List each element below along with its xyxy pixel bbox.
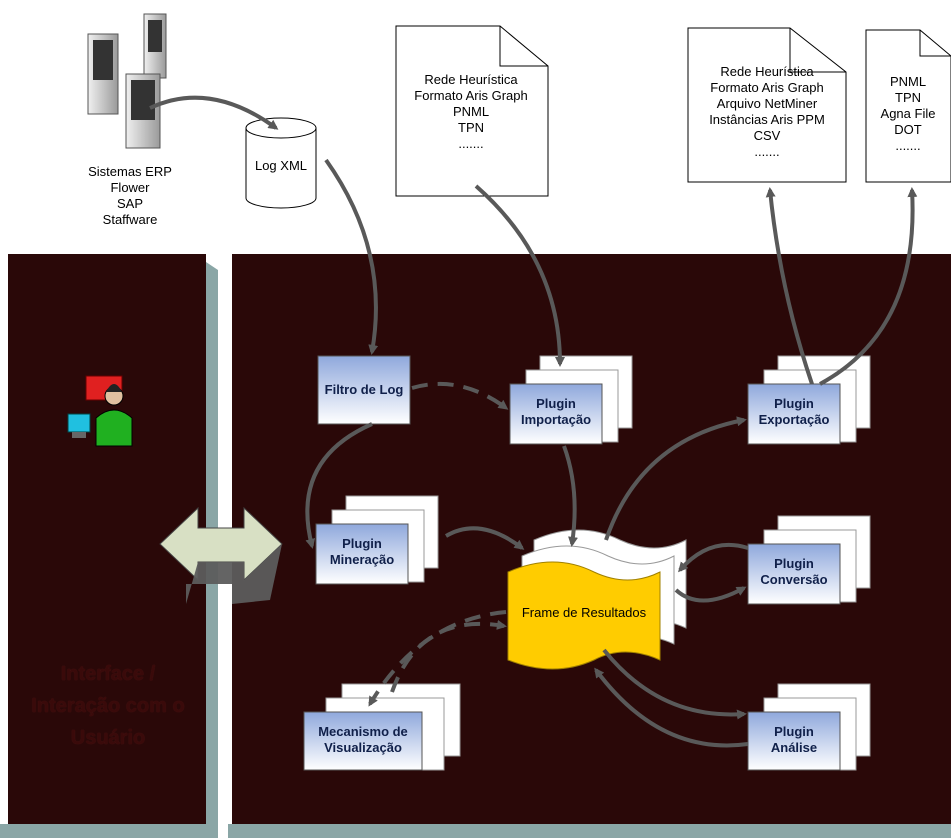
log-filter-label: Filtro de Log — [318, 382, 410, 398]
arrow-visualization-to-results — [390, 619, 507, 693]
export-formats-document — [687, 27, 847, 183]
systems-label-line4: Staffware — [102, 212, 158, 227]
visualization-label-line2: Visualização — [324, 740, 402, 755]
arrow-export-to-convdoc — [819, 187, 918, 386]
import-plugin-label-line2: Importação — [520, 412, 592, 427]
import-format-3: PNML — [452, 104, 490, 119]
visualization-label-line1: Mecanismo de — [318, 724, 408, 739]
arrow-export-to-exportdoc — [765, 187, 814, 385]
database-icon — [245, 117, 317, 209]
export-plugin-label: Plugin Exportação — [748, 396, 840, 428]
export-format-5: CSV — [753, 128, 781, 143]
import-format-4: TPN — [458, 120, 484, 135]
conversion-formats-document — [865, 29, 951, 183]
conversion-format-5: ....... — [895, 138, 921, 153]
log-filter-box — [317, 355, 411, 425]
framework-panel-bottom — [228, 824, 951, 838]
analysis-plugin-label-line2: Análise — [770, 740, 818, 755]
conversion-plugin-box — [747, 543, 841, 605]
results-frame-label: Frame de Resultados — [521, 605, 647, 620]
export-plugin-label-line1: Plugin — [774, 396, 814, 411]
systems-label-line1: Sistemas ERP — [88, 164, 172, 179]
arrow-results-to-export — [604, 416, 747, 541]
export-format-6: ....... — [754, 144, 780, 159]
conversion-plugin-label-line2: Conversão — [760, 572, 828, 587]
arrow-filter-to-mining — [305, 422, 373, 549]
conversion-plugin-label: Plugin Conversão — [748, 556, 840, 588]
mining-plugin-box — [315, 523, 409, 585]
mining-plugin-label-line1: Plugin — [342, 536, 382, 551]
user-interface-label-line2: Interação com o — [31, 695, 185, 717]
analysis-plugin-box — [747, 711, 841, 771]
conversion-format-2: TPN — [895, 90, 921, 105]
export-format-2: Formato Aris Graph — [710, 80, 824, 95]
mining-plugin-label-line2: Mineração — [329, 552, 395, 567]
import-plugin-label-line1: Plugin — [536, 396, 576, 411]
conversion-formats-text: PNML TPN Agna File DOT ....... — [866, 74, 950, 154]
arrow-import-to-results — [562, 445, 578, 547]
mining-plugin-label: Plugin Mineração — [316, 536, 408, 568]
user-icon — [67, 375, 133, 447]
interaction-double-arrow — [159, 506, 283, 604]
export-format-3: Arquivo NetMiner — [716, 96, 818, 111]
export-plugin-box — [747, 383, 841, 445]
import-formats-text: Rede Heurística Formato Aris Graph PNML … — [396, 72, 546, 152]
arrow-servers-to-log — [149, 95, 279, 130]
arrow-conversion-to-results — [678, 542, 749, 573]
analysis-plugin-label-line1: Plugin — [774, 724, 814, 739]
analysis-plugin-label: Plugin Análise — [748, 724, 840, 756]
export-format-4: Instâncias Aris PPM — [709, 112, 825, 127]
import-format-2: Formato Aris Graph — [414, 88, 528, 103]
visualization-box — [303, 711, 423, 771]
import-format-5: ....... — [458, 136, 484, 151]
arrow-results-to-conversion — [674, 586, 747, 603]
server-icon — [87, 13, 167, 149]
import-plugin-box — [509, 383, 603, 445]
user-interface-panel-bottom — [0, 824, 218, 838]
systems-label-line2: Flower — [110, 180, 150, 195]
arrow-importdoc-to-import — [474, 184, 565, 367]
systems-label-line3: SAP — [116, 196, 143, 211]
import-plugin-label: Plugin Importação — [510, 396, 602, 428]
flow-arrows — [149, 95, 918, 748]
import-format-1: Rede Heurística — [424, 72, 518, 87]
arrow-analysis-to-results — [594, 667, 749, 748]
log-filter-label-line1: Filtro de Log — [324, 382, 404, 397]
conversion-format-3: Agna File — [880, 106, 936, 121]
visualization-label: Mecanismo de Visualização — [304, 724, 422, 756]
results-frame-shape — [507, 561, 661, 670]
systems-label: Sistemas ERP Flower SAP Staffware — [60, 164, 200, 228]
export-plugin-label-line2: Exportação — [758, 412, 830, 427]
arrow-results-to-analysis — [602, 648, 747, 720]
user-interface-label-line3: Usuário — [70, 727, 146, 749]
conversion-format-4: DOT — [894, 122, 922, 137]
user-interface-label-line1: Interface / — [60, 663, 156, 685]
arrow-log-to-filter — [324, 158, 379, 355]
export-formats-text: Rede Heurística Formato Aris Graph Arqui… — [688, 64, 846, 160]
arrow-mining-to-results — [444, 526, 525, 550]
log-xml-label: Log XML — [254, 158, 308, 173]
import-formats-document — [395, 25, 549, 197]
conversion-plugin-label-line1: Plugin — [774, 556, 814, 571]
export-format-1: Rede Heurística — [720, 64, 814, 79]
conversion-format-1: PNML — [889, 74, 927, 89]
arrow-filter-to-import — [411, 381, 509, 410]
